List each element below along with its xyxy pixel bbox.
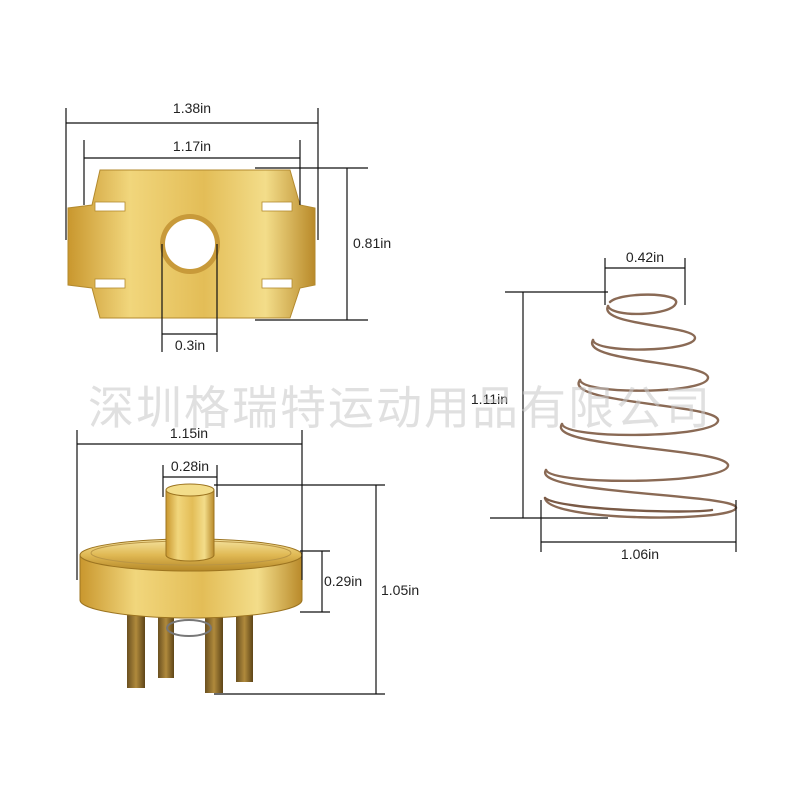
plate-hole	[165, 219, 215, 269]
cap-diameter-label: 1.15in	[170, 425, 208, 441]
plate-slot-width-label: 1.17in	[173, 138, 211, 154]
spring-base-diameter-label: 1.06in	[621, 546, 659, 562]
spring-dimensions: 0.42in 1.11in 1.06in	[471, 249, 737, 562]
brass-plate	[67, 169, 316, 319]
cap-total-height-label: 1.05in	[381, 582, 419, 598]
cap-post	[165, 489, 215, 562]
plate-slot	[261, 278, 293, 289]
cap-pin	[158, 610, 174, 678]
cap-dimensions: 1.15in 0.28in 0.29in 1.05in	[76, 425, 419, 695]
plate-slot	[94, 201, 126, 212]
spring-height-label: 1.11in	[471, 391, 508, 407]
watermark-text: 深圳格瑞特运动用品有限公司	[88, 381, 712, 435]
plate-slot	[94, 278, 126, 289]
cap-post-diameter-label: 0.28in	[171, 458, 209, 474]
plate-dimensions: 1.38in 1.17in 0.81in 0.3in	[65, 100, 391, 353]
cap-pin	[127, 610, 145, 688]
brass-cap	[79, 483, 303, 693]
spring-top-diameter-label: 0.42in	[626, 249, 664, 265]
plate-overall-width-label: 1.38in	[173, 100, 211, 116]
conical-spring	[543, 293, 738, 519]
plate-height-label: 0.81in	[353, 235, 391, 251]
cap-rim-thickness-label: 0.29in	[324, 573, 362, 589]
cap-pin	[205, 610, 223, 693]
plate-hole-label: 0.3in	[175, 337, 205, 353]
cap-inner-spring	[166, 619, 212, 637]
plate-slot	[261, 201, 293, 212]
cap-pin	[236, 610, 253, 682]
